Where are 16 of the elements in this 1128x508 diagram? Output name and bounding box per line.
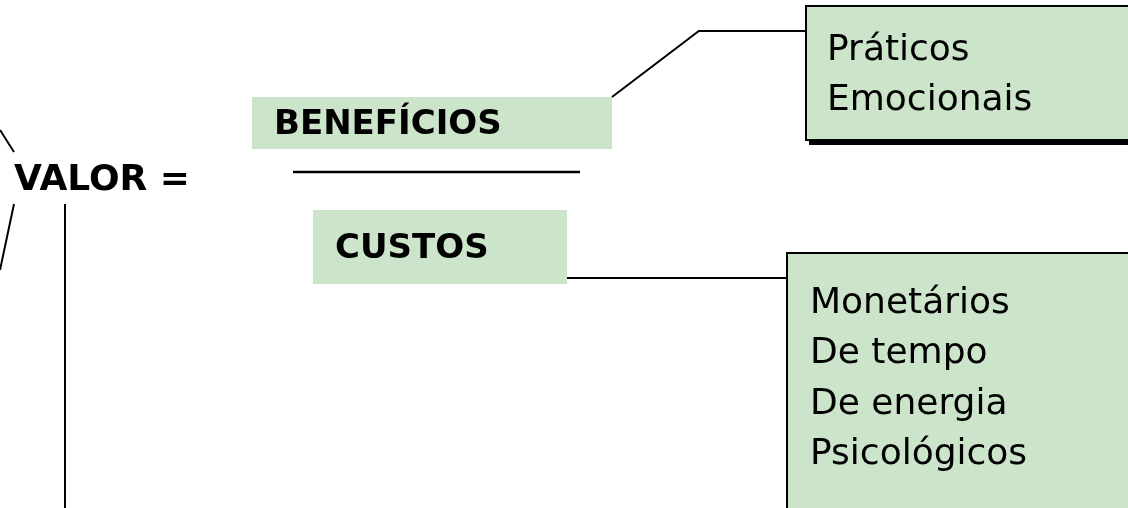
list-item: De tempo [810, 329, 989, 374]
category-box [786, 252, 1128, 508]
leader-line [64, 203, 66, 508]
list-item: Psicológicos [810, 430, 1029, 475]
list-item: De energia [810, 379, 1009, 424]
list-item: Monetários [810, 279, 1011, 323]
list-item: Emocionais [827, 76, 1034, 121]
term-box [252, 97, 612, 149]
leader-line [0, 203, 15, 271]
list-item: Práticos [827, 26, 971, 70]
leader-line [566, 277, 787, 279]
leader-line [0, 129, 15, 153]
term-box [313, 210, 567, 284]
term-label: CUSTOS [335, 229, 490, 265]
term-label: VALOR = [14, 159, 190, 197]
leader-line [611, 30, 806, 98]
